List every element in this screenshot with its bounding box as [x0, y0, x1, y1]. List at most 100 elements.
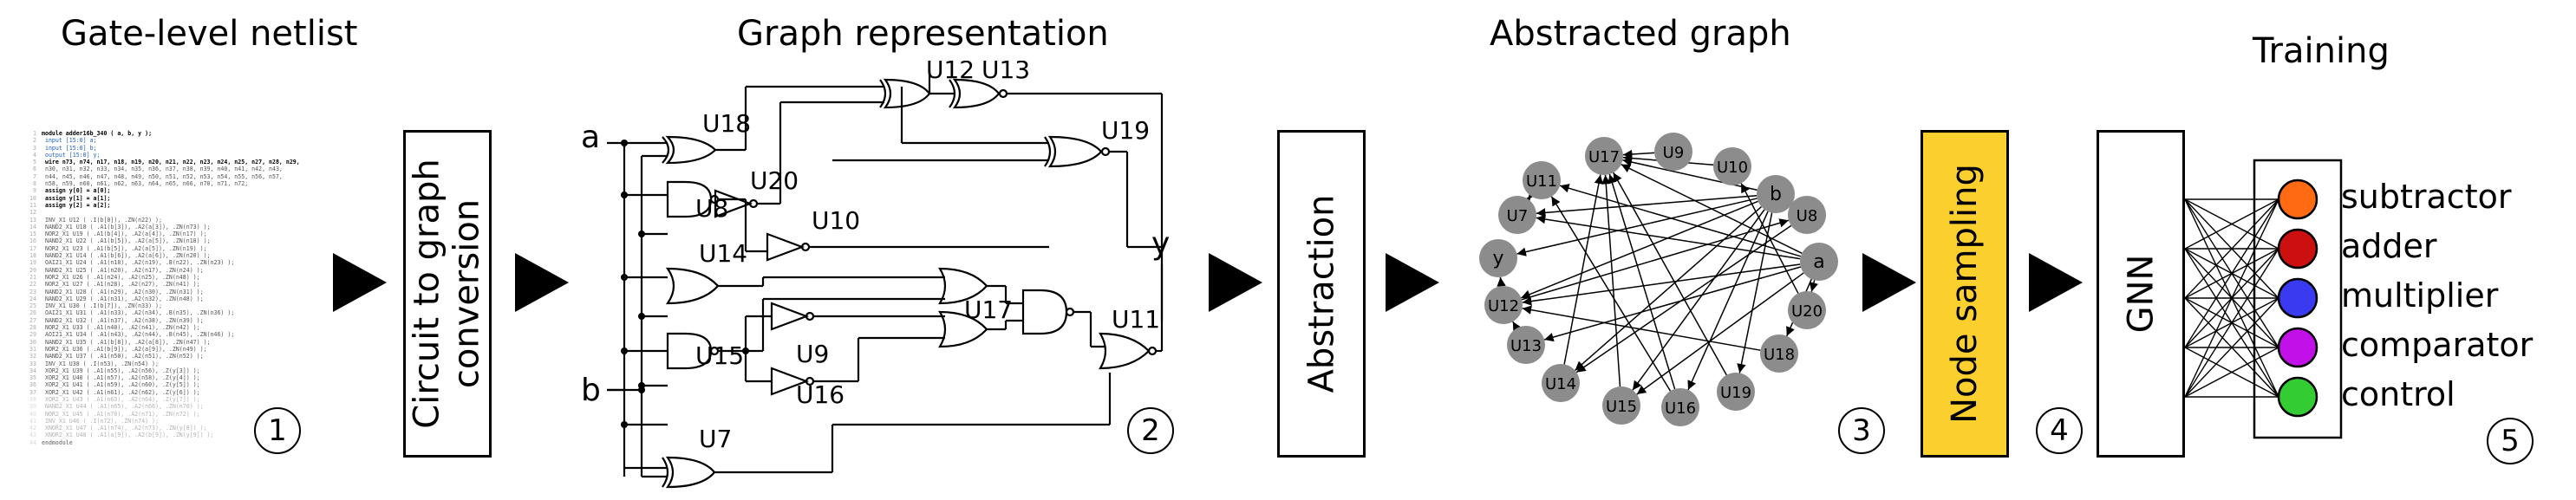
graph-node-label: U14: [1545, 375, 1576, 393]
code-line-text: NOR2_X1 U33 ( .A1(n40), .A2(n41), .ZN(n4…: [42, 324, 200, 332]
code-line-text: XOR2_X1 U39 ( .A1(n55), .A2(n56), .Z(y[3…: [42, 367, 200, 374]
code-line: 35 XOR2_X1 U40 ( .A1(n57), .A2(n58), .Z(…: [29, 374, 200, 382]
code-line-text: XNOR2_X1 U47 ( .A1(n74), .A2(n73), .ZN(y…: [42, 425, 207, 432]
code-line: 25 INV_X1 U30 ( .I(b[7]), .ZN(n33) );: [29, 302, 162, 310]
graph-edge: [1809, 280, 1818, 292]
code-line-text: INV_X1 U30 ( .I(b[7]), .ZN(n33) );: [42, 302, 162, 310]
code-line: 34 XOR2_X1 U39 ( .A1(n55), .A2(n56), .Z(…: [29, 367, 200, 374]
graph-node: [1479, 239, 1517, 277]
graph-edge: [1516, 198, 1758, 256]
class-label-adder: adder: [2341, 227, 2437, 265]
code-line: 23 NAND2_X1 U28 ( .A1(n29), .A2(n30), .Z…: [29, 288, 204, 295]
code-line-text: NOR2_X1 U19 ( .A1(b[4]), .A2(a[4]), .ZN(…: [42, 231, 207, 238]
code-line-text: NOR2_X1 U23 ( .A1(b[5]), .A2(a[5]), .ZN(…: [42, 244, 207, 252]
code-line: 10 assign y[1] = a[1];: [29, 194, 111, 202]
graph-node-label: b: [1770, 184, 1782, 205]
code-line-text: XOR2_X1 U42 ( .A1(n61), .A2(n62), .Z(y[6…: [42, 388, 200, 396]
code-line: 5 wire n73, n74, n17, n18, n19, n20, n21…: [33, 159, 300, 166]
step-badge-2: 2: [1127, 407, 1174, 454]
code-line-text: n30, n31, n32, n33, n34, n35, n36, n37, …: [42, 166, 283, 173]
code-line-text: assign y[0] = a[0];: [42, 187, 111, 195]
graph-node: [1654, 133, 1692, 171]
code-line-text: INV_X1 U12 ( .I(b[0]), .ZN(n22) );: [42, 216, 162, 224]
graph-edge: [1632, 209, 1765, 391]
code-line-text: XOR2_X1 U41 ( .A1(n59), .A2(n60), .Z(y[5…: [42, 381, 200, 389]
code-line: 20 NAND2_X1 U25 ( .A1(n20), .A2(n17), .Z…: [29, 266, 204, 274]
graph-edge: [1522, 305, 1761, 351]
graph-edge: [1737, 212, 1773, 373]
code-line-text: assign y[1] = a[1];: [42, 194, 111, 202]
graph-edge: [1512, 321, 1522, 332]
gate-label-u13: U13: [981, 61, 1030, 84]
gate-label-u14: U14: [699, 239, 747, 268]
graph-node-label: U15: [1606, 398, 1637, 416]
input-a-label: a: [581, 120, 600, 155]
graph-edge: [1563, 174, 1604, 365]
fc-edge: [2185, 198, 2279, 299]
step-badge-3: 3: [1838, 407, 1885, 454]
gate-label-u11: U11: [1112, 305, 1160, 334]
graph-node: [1757, 175, 1795, 213]
arrow-5-icon: [1862, 253, 1916, 312]
graph-node: [1602, 386, 1640, 425]
code-line: 21 NOR2_X1 U26 ( .A1(n24), .A2(n25), .ZN…: [29, 273, 200, 281]
arrow-6-icon: [2029, 253, 2083, 312]
arrow-2-icon: [515, 253, 569, 312]
graph-edge: [1687, 211, 1769, 391]
code-line: 19 OAI21_X1 U24 ( .A1(n18), .A2(n19), .B…: [29, 259, 235, 267]
fc-edge: [2185, 248, 2279, 398]
code-line-text: n58, n59, n60, n61, n62, n63, n64, n65, …: [42, 180, 249, 188]
graph-node: [1788, 291, 1826, 329]
code-line: 42 XNOR2_X1 U47 ( .A1(n74), .A2(n73), .Z…: [29, 425, 207, 432]
gate-label-u7: U7: [699, 425, 732, 453]
code-line: 29 AOI21_X1 U34 ( .A1(n43), .A2(n44), .B…: [29, 331, 235, 339]
fc-edge: [2185, 297, 2279, 398]
graph-node: [1717, 373, 1755, 411]
graph-node: [1542, 364, 1580, 402]
fc-edge: [2185, 198, 2279, 348]
gate-label-u12: U12: [926, 61, 975, 84]
graph-node: [1788, 196, 1826, 234]
graph-edge: [1528, 189, 1537, 200]
code-line-text: NAND2_X1 U35 ( .A1(b[8]), .A2(a[8]), .ZN…: [42, 338, 211, 346]
gnn-box: GNN: [2097, 130, 2185, 458]
graph-edge: [1536, 214, 1801, 260]
code-line: 11 assign y[2] = a[2];: [29, 201, 111, 209]
graph-edge: [1575, 224, 1792, 373]
class-label-comparator: comparator: [2341, 326, 2534, 364]
code-line: 17 NOR2_X1 U23 ( .A1(b[5]), .A2(a[5]), .…: [29, 244, 207, 252]
code-line: 18 NAND2_X1 U14 ( .A1(b[6]), .A2(a[6]), …: [29, 252, 211, 260]
code-line: 4 output [15:0] y;: [33, 151, 101, 159]
graph-node: [1760, 334, 1798, 373]
code-line: 12: [29, 209, 36, 217]
code-line: 22 NOR2_X1 U27 ( .A1(n28), .A2(n27), .ZN…: [29, 281, 200, 289]
code-line: 31 NOR2_X1 U36 ( .A1(b[9]), .A2(a[9]), .…: [29, 345, 207, 353]
code-line: 2 input [15:0] a;: [33, 137, 97, 145]
code-line-text: OAI21_X1 U31 ( .A1(n33), .A2(n34), .B(n3…: [42, 309, 235, 317]
code-line-text: OAI21_X1 U24 ( .A1(n18), .A2(n19), .B(n2…: [42, 259, 235, 267]
code-line-text: XOR2_X1 U40 ( .A1(n57), .A2(n58), .Z(y[4…: [42, 374, 200, 382]
graph-edge: [1522, 263, 1801, 306]
graph-edge: [1550, 196, 1672, 392]
gate-label-u17: U17: [964, 295, 1013, 324]
graph-node: [1713, 147, 1751, 185]
code-line: 26 OAI21_X1 U31 ( .A1(n33), .A2(n34), .B…: [29, 309, 235, 317]
conversion-label: Circuit to graph conversion: [408, 159, 487, 429]
code-line: 13 INV_X1 U12 ( .I(b[0]), .ZN(n22) );: [29, 216, 162, 224]
class-node-multiplier: [2277, 277, 2318, 319]
code-line-text: NOR2_X1 U26 ( .A1(n24), .A2(n25), .ZN(n4…: [42, 273, 200, 281]
graph-node-label: U10: [1717, 159, 1748, 177]
code-line-text: NAND2_X1 U32 ( .A1(n37), .A2(n38), .ZN(n…: [42, 316, 204, 324]
code-line-text: NAND2_X1 U22 ( .A1(b[5]), .A2(a[5]), .ZN…: [42, 237, 211, 245]
graph-edge: [1497, 276, 1506, 287]
fc-edge: [2185, 198, 2279, 250]
code-line-text: NAND2_X1 U18 ( .A1(b[3]), .A2(a[3]), .ZN…: [42, 223, 211, 231]
abstraction-box: Abstraction: [1277, 130, 1366, 458]
code-line: 8 n58, n59, n60, n61, n62, n63, n64, n65…: [33, 180, 249, 188]
class-node-control: [2277, 376, 2318, 418]
code-line: 41 INV_X1 U46 ( .I(n72), .ZN(n74) );: [29, 417, 159, 425]
step-badge-1: 1: [254, 407, 301, 454]
graph-node-label: U8: [1797, 207, 1818, 225]
